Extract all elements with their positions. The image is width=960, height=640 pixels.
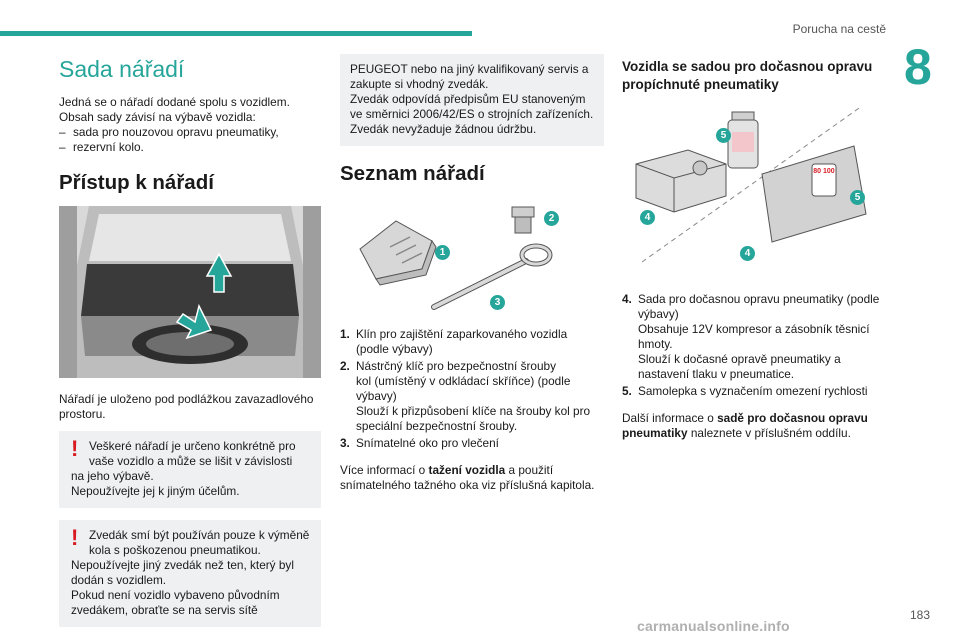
callout-badge-1: 1 [435,245,450,260]
repair-kit-drawing [635,105,867,263]
tool-list: 1. Klín pro zajištění zaparkovaného vozi… [340,327,604,451]
warning1-first: Veškeré nářadí je určeno konkrétně pro v… [89,439,296,468]
list-item: 1. Klín pro zajištění zaparkovaného vozi… [340,327,568,356]
trunk-illustration [59,206,321,378]
repair-kit-list: 4. Sada pro dočasnou opravu pneumatiky (… [622,292,884,399]
warning2-first: Zvedák smí být používán pouze k výměně k… [89,528,310,557]
tools-illustration: 1 2 3 [340,197,604,315]
callout-badge-4-compressor: 4 [640,210,655,225]
list-item: 3. Snímatelné oko pro vlečení [340,436,499,450]
trunk-drawing [59,206,321,378]
warning1-line-1: na jeho výbavě. [71,469,154,483]
warning-icon: ! [71,525,79,550]
intro-line-1: Jedná se o nářadí dodané spolu s vozidle… [59,95,290,109]
intro-line-2: Obsah sady závisí na výbavě vozidla: [59,110,256,124]
warning-note-1: ! Veškeré nářadí je určeno konkrétně pro… [59,431,321,508]
tools-drawing [359,206,553,310]
jack-note-line-1: PEUGEOT nebo na jiný kvalifikovaný servi… [350,62,589,91]
warning2-line-1: Nepoužívejte jiný zvedák než ten, který … [71,558,294,587]
warning-note-2: ! Zvedák smí být používán pouze k výměně… [59,520,321,627]
section-title-tool-list: Seznam nářadí [340,162,485,185]
callout-badge-5-bottle: 5 [716,128,731,143]
section-title-repair-kit: Vozidla se sadou pro dočasnou opravu pro… [622,59,873,92]
column-middle: PEUGEOT nebo na jiný kvalifikovaný servi… [340,54,604,493]
watermark: carmanualsonline.info [637,618,790,634]
kit-item-1: –sada pro nouzovou opravu pneumatiky, [59,125,279,139]
chapter-title: Porucha na cestě [792,22,886,36]
repair-kit-illustration: 80 100 5 5 4 4 [622,102,884,270]
callout-badge-2: 2 [544,211,559,226]
page-number: 183 [909,608,930,622]
section-title-tool-kit: Sada nářadí [59,56,185,82]
towing-reference: Více informací o tažení vozidla a použit… [340,463,595,492]
warning1-line-2: Nepoužívejte jej k jiným účelům. [71,484,240,498]
column-right: Vozidla se sadou pro dočasnou opravu pro… [622,52,884,441]
speed-sticker: 80 100 [813,168,835,175]
list-item: 5. Samolepka s vyznačením omezení rychlo… [622,384,868,398]
jack-note-line-2: Zvedák odpovídá předpisům EU stanoveným … [350,92,594,121]
column-left: Sada nářadí Jedná se o nářadí dodané spo… [59,50,321,627]
jack-note-line-3: Zvedák nevyžaduje žádnou údržbu. [350,122,537,136]
tool-location-text: Nářadí je uloženo pod podlážkou zavazadl… [59,392,314,421]
chapter-number: 8 [904,39,932,95]
warning-icon: ! [71,436,79,461]
callout-badge-3: 3 [490,295,505,310]
jack-note: PEUGEOT nebo na jiný kvalifikovaný servi… [340,54,604,146]
warning2-line-2: Pokud není vozidlo vybaveno původním zve… [71,588,280,617]
list-item: 4. Sada pro dočasnou opravu pneumatiky (… [622,292,880,381]
header-accent-bar [0,31,472,36]
list-item: 2. Nástrčný klíč pro bezpečnostní šrouby… [340,359,591,433]
section-title-access: Přístup k nářadí [59,171,214,194]
kit-item-2: –rezervní kolo. [59,140,144,154]
callout-badge-5-sticker: 5 [850,190,865,205]
repair-kit-reference: Další informace o sadě pro dočasnou opra… [622,411,868,440]
callout-badge-4-kit: 4 [740,246,755,261]
